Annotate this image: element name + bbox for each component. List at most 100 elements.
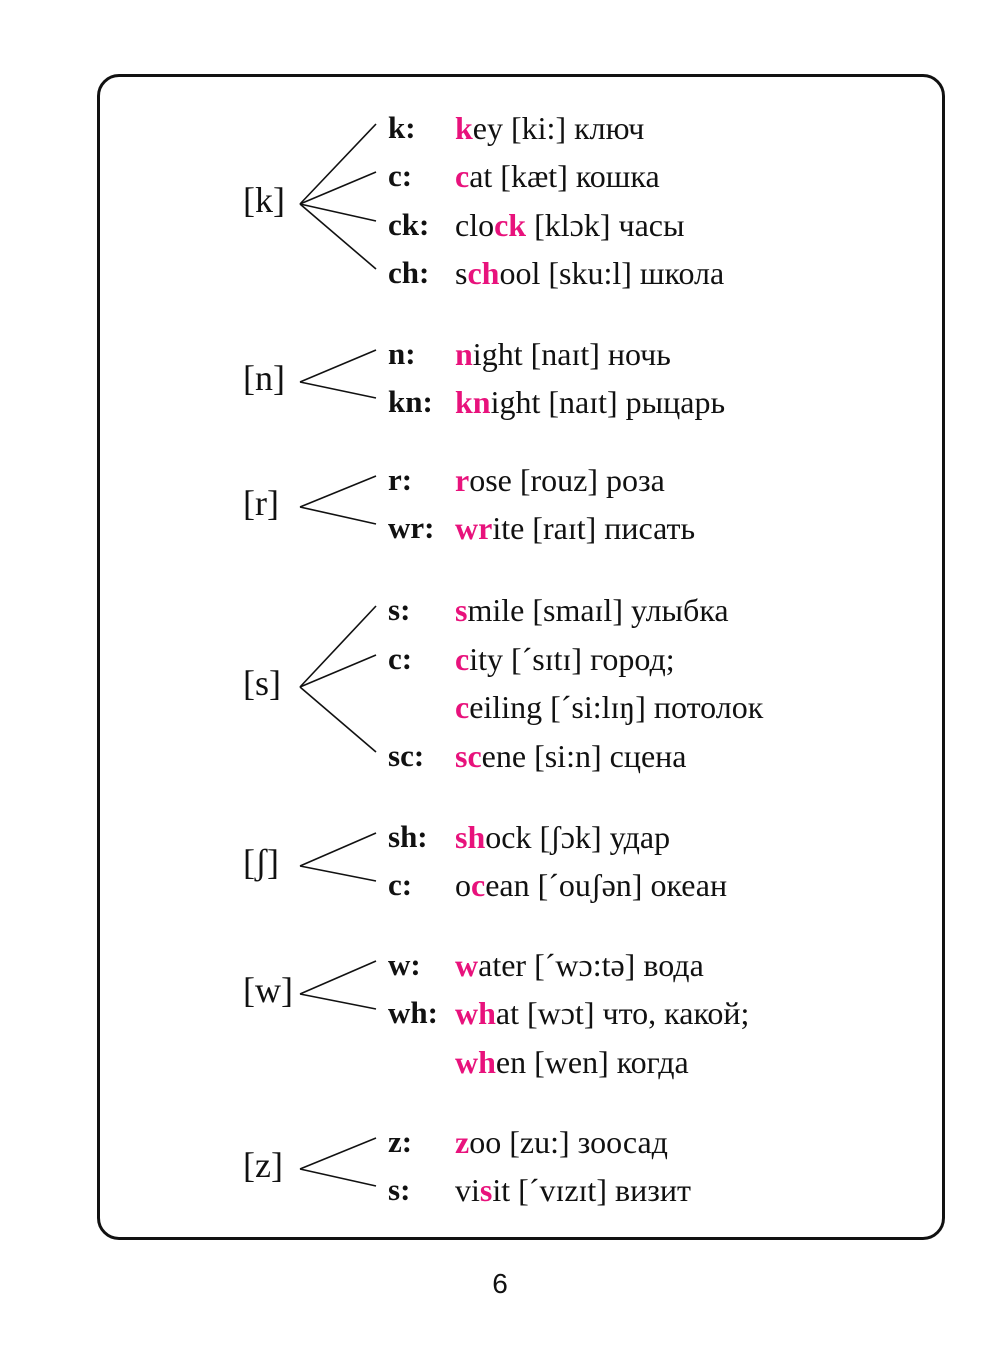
- phoneme-symbol: [r]: [243, 483, 279, 523]
- spelling-label: sh:: [388, 819, 428, 854]
- word-part: clo: [455, 207, 495, 243]
- highlighted-letters: sh: [455, 819, 486, 855]
- highlighted-letters: c: [455, 158, 470, 194]
- example-entry: shock [ʃɔk] удар: [455, 819, 670, 855]
- translation: вода: [635, 947, 704, 983]
- branch-line: [299, 381, 377, 399]
- spelling-label: sc:: [388, 738, 425, 773]
- translation: визит: [606, 1172, 691, 1208]
- word-part: ene: [481, 738, 527, 774]
- example-entry: zoo [zu:] зоосад: [455, 1124, 668, 1160]
- example-entry: city [ˊsɪtɪ] город;: [455, 641, 675, 677]
- translation: удар: [601, 819, 671, 855]
- highlighted-letters: w: [455, 947, 479, 983]
- word-part: oo: [469, 1124, 502, 1160]
- translation: океан: [642, 867, 728, 903]
- transcription: [naɪt]: [540, 384, 618, 420]
- example-entry: school [sku:l] школа: [455, 255, 724, 291]
- example-entry: smile [smaɪl] улыбка: [455, 592, 729, 628]
- transcription: [zu:]: [501, 1124, 570, 1160]
- branch-line: [299, 605, 377, 688]
- spelling-label: z:: [388, 1124, 413, 1159]
- translation: школа: [631, 255, 725, 291]
- branch-line: [299, 686, 377, 753]
- word-part: ose: [469, 462, 512, 498]
- transcription: [ˊsi:lɪŋ]: [542, 689, 646, 725]
- spelling-label: k:: [388, 110, 416, 145]
- word-part: ean: [485, 867, 530, 903]
- spelling-label: w:: [388, 947, 421, 982]
- translation: писать: [596, 510, 696, 546]
- transcription: [klɔk]: [526, 207, 611, 243]
- example-entry: ocean [ˊouʃən] океан: [455, 867, 727, 903]
- highlighted-letters: s: [479, 1172, 493, 1208]
- example-entry: night [naɪt] ночь: [455, 336, 671, 372]
- transcription: [kæt]: [492, 158, 568, 194]
- translation: сцена: [601, 738, 687, 774]
- branch-line: [299, 1168, 377, 1187]
- translation: улыбка: [622, 592, 729, 628]
- word-part: at: [495, 995, 519, 1031]
- example-entry: key [ki:] ключ: [455, 110, 644, 146]
- example-entry: clock [klɔk] часы: [455, 207, 685, 243]
- word-part: ater: [478, 947, 527, 983]
- highlighted-letters: ck: [494, 207, 527, 243]
- highlighted-letters: ch: [467, 255, 500, 291]
- word-part: ight: [472, 336, 523, 372]
- phoneme-symbol: [s]: [243, 663, 281, 703]
- spelling-label: c:: [388, 158, 413, 193]
- spelling-label: wh:: [388, 995, 438, 1030]
- spelling-label: kn:: [388, 384, 433, 419]
- spelling-label: s:: [388, 1172, 411, 1207]
- transcription: [si:n]: [526, 738, 602, 774]
- word-part: ool: [499, 255, 541, 291]
- spelling-label: ck:: [388, 207, 430, 242]
- branch-line: [299, 171, 377, 205]
- branch-line: [299, 654, 377, 688]
- spelling-label: r:: [388, 462, 413, 497]
- word-part: o: [455, 867, 471, 903]
- phoneme-symbol: [w]: [243, 970, 293, 1010]
- translation: потолок: [645, 689, 764, 725]
- transcription: [ʃɔk]: [531, 819, 602, 855]
- word-part: at: [469, 158, 493, 194]
- branch-line: [299, 203, 377, 270]
- translation: зоосад: [569, 1124, 668, 1160]
- branch-line: [299, 123, 377, 205]
- word-part: ock: [485, 819, 532, 855]
- example-entry: when [wen] когда: [455, 1044, 689, 1080]
- branch-line: [299, 993, 377, 1010]
- example-entry: visit [ˊvɪzɪt] визит: [455, 1172, 691, 1208]
- branch-line: [299, 832, 377, 867]
- highlighted-letters: wh: [455, 995, 496, 1031]
- translation: роза: [598, 462, 665, 498]
- transcription: [sku:l]: [540, 255, 632, 291]
- example-entry: ceiling [ˊsi:lɪŋ] потолок: [455, 689, 763, 725]
- highlighted-letters: wh: [455, 1044, 496, 1080]
- highlighted-letters: wr: [455, 510, 493, 546]
- translation: что, какой;: [594, 995, 750, 1031]
- word-part: mile: [467, 592, 525, 628]
- highlighted-letters: n: [455, 336, 473, 372]
- branch-line: [299, 506, 377, 525]
- word-part: ight: [490, 384, 541, 420]
- page-frame: [97, 74, 945, 1240]
- highlighted-letters: kn: [455, 384, 491, 420]
- example-entry: write [raɪt] писать: [455, 510, 695, 546]
- spelling-label: c:: [388, 867, 413, 902]
- transcription: [wen]: [526, 1044, 609, 1080]
- spelling-label: n:: [388, 336, 416, 371]
- example-entry: water [ˊwɔ:tə] вода: [455, 947, 704, 983]
- transcription: [naɪt]: [522, 336, 600, 372]
- page-number: 6: [492, 1268, 508, 1299]
- example-entry: rose [rouz] роза: [455, 462, 665, 498]
- phoneme-symbol: [k]: [243, 180, 285, 220]
- highlighted-letters: sc: [455, 738, 482, 774]
- transcription: [ˊvɪzɪt]: [510, 1172, 607, 1208]
- spelling-label: wr:: [388, 510, 435, 545]
- highlighted-letters: r: [455, 462, 470, 498]
- example-entry: what [wɔt] что, какой;: [455, 995, 749, 1031]
- translation: ключ: [566, 110, 645, 146]
- highlighted-letters: c: [455, 641, 470, 677]
- translation: когда: [608, 1044, 689, 1080]
